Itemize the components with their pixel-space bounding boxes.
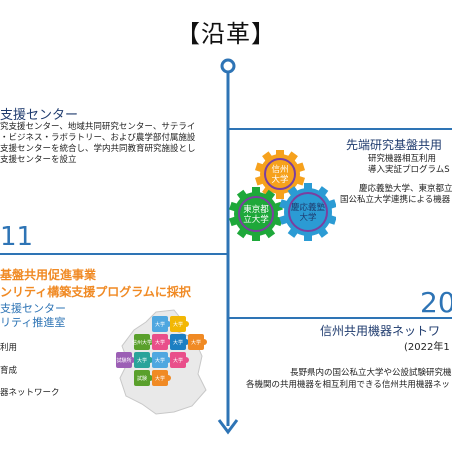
right-top-heading: 先端研究基盤共用 xyxy=(346,138,443,152)
puzzle-piece-label: 大学 xyxy=(173,339,183,346)
right-bottom-connector xyxy=(228,317,452,319)
right-bottom-date: (2022年1 xyxy=(404,342,450,353)
gear-right: 慶応義塾大学 xyxy=(279,183,336,241)
right-top-line-1: 研究機器相互利用 xyxy=(368,154,437,164)
puzzle-piece-label: 大学 xyxy=(155,339,165,346)
right-top-line-4: 国公私立大学連携による機器 xyxy=(340,195,451,205)
right-bottom-year: 20 xyxy=(420,286,452,319)
left-top-line-1: 究支援センター、地域共同研究センター、サテライ xyxy=(0,122,196,132)
puzzle-piece-label: 大学 xyxy=(173,357,183,364)
right-bottom-heading: 信州共用機器ネットワ xyxy=(320,324,441,338)
puzzle-piece: 大学 xyxy=(170,316,189,332)
left-bottom-heading-2: ンリティ構築支援プログラムに採択 xyxy=(0,285,191,299)
puzzle-piece: 大学 xyxy=(188,334,207,350)
puzzle-map: 大学大学信州大学大学大学大学試験所大学大学大学試験大学 xyxy=(116,309,207,415)
left-bottom-connector xyxy=(0,253,228,255)
puzzle-piece: 大学 xyxy=(170,334,189,350)
puzzle-piece-label: 大学 xyxy=(137,357,147,364)
gear-label-top: 信州大学 xyxy=(271,164,289,185)
left-bottom-heading-1: 基盤共用促進事業 xyxy=(0,268,97,282)
left-top-line-4: 支援センターを設立 xyxy=(0,155,77,165)
right-bottom-line-1: 長野県内の国公私立大学や公設試験研究機 xyxy=(290,368,452,378)
puzzle-piece: 大学 xyxy=(134,352,153,368)
left-bottom-year: 11 xyxy=(0,222,34,252)
left-bottom-sub-2: リティ推進室 xyxy=(0,316,66,329)
puzzle-piece: 大学 xyxy=(152,334,171,350)
left-top-line-3: 支援センターを統合し、学内共同教育研究施設とし xyxy=(0,144,196,154)
puzzle-piece-label: 大学 xyxy=(173,321,183,328)
left-bottom-bullet-2: 育成 xyxy=(0,366,18,376)
right-bottom-line-2: 各機関の共用機器を相互利用できる信州共用機器ネット xyxy=(246,380,452,390)
left-bottom-bullet-3: 器ネットワーク xyxy=(0,388,60,398)
puzzle-piece-label: 信州大学 xyxy=(132,339,152,346)
puzzle-piece-label: 大学 xyxy=(191,339,201,346)
puzzle-piece: 大学 xyxy=(152,352,171,368)
left-bottom-sub-1: 支援センター xyxy=(0,302,66,315)
puzzle-piece: 大学 xyxy=(152,370,171,386)
gear-label-left: 東京都立大学 xyxy=(243,204,269,225)
puzzle-piece-label: 大学 xyxy=(155,321,165,328)
puzzle-piece-label: 試験 xyxy=(137,375,147,382)
puzzle-piece-label: 大学 xyxy=(155,375,165,382)
puzzle-piece-label: 試験所 xyxy=(116,357,131,364)
timeline-arrow xyxy=(217,58,239,435)
puzzle-piece: 試験 xyxy=(134,370,153,386)
puzzle-piece-label: 大学 xyxy=(155,357,165,364)
right-top-connector xyxy=(228,128,452,130)
gear-left: 東京都立大学 xyxy=(229,187,283,241)
left-top-heading: 支援センター xyxy=(0,108,79,123)
gear-label-right: 慶応義塾大学 xyxy=(291,202,326,223)
puzzle-piece: 信州大学 xyxy=(132,334,153,350)
left-top-line-2: ・ビジネス・ラボラトリー、および農学部付属施設 xyxy=(0,133,196,143)
right-top-line-2: 導入実証プログラムS xyxy=(368,165,450,175)
puzzle-piece: 試験所 xyxy=(116,352,135,368)
puzzle-piece: 大学 xyxy=(170,352,189,368)
page-title: 【沿革】 xyxy=(176,20,276,48)
puzzle-piece: 大学 xyxy=(152,316,171,332)
right-top-line-3: 慶応義塾大学、東京都立 xyxy=(359,184,452,194)
left-bottom-bullet-1: 利用 xyxy=(0,343,18,353)
